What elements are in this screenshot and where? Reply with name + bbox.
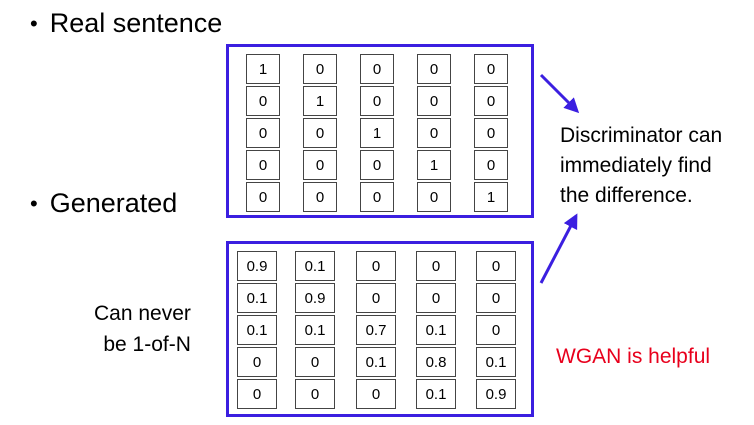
real-cell: 0 <box>474 54 508 84</box>
generated-cell: 0.1 <box>295 251 335 281</box>
generated-box: 0.9 0.1 0.1 0 0 0.1 0.9 0.1 0 0 0 0 0.7 … <box>226 241 534 417</box>
generated-cell: 0 <box>295 379 335 409</box>
generated-cell: 0 <box>356 283 396 313</box>
real-sentence-box: 1 0 0 0 0 0 1 0 0 0 0 0 1 0 0 0 0 0 1 0 … <box>226 44 534 218</box>
generated-cell: 0 <box>476 315 516 345</box>
generated-cell: 0 <box>237 347 277 377</box>
generated-cell: 0 <box>356 379 396 409</box>
never-one-of-n-note: Can never be 1-of-N <box>94 298 191 360</box>
generated-cell: 0 <box>295 347 335 377</box>
generated-cell: 0.1 <box>237 315 277 345</box>
discriminator-note-line-2: immediately find <box>560 154 712 177</box>
arrow-real-to-discriminator <box>539 73 580 114</box>
generated-cell: 0.1 <box>416 379 456 409</box>
generated-cell: 0.9 <box>237 251 277 281</box>
generated-cell: 0.9 <box>295 283 335 313</box>
real-cell: 0 <box>303 54 337 84</box>
bullet-dot-icon: • <box>30 190 38 216</box>
real-sentence-label: Real sentence <box>49 8 223 38</box>
real-cell: 1 <box>417 150 451 180</box>
real-cell: 0 <box>360 54 394 84</box>
real-cell: 1 <box>246 54 280 84</box>
generated-cell: 0 <box>476 251 516 281</box>
wgan-helpful-note: WGAN is helpful <box>556 345 711 368</box>
real-cell: 0 <box>246 182 280 212</box>
arrow-generated-to-discriminator <box>539 213 578 284</box>
discriminator-note-line-3: the difference. <box>560 184 693 207</box>
discriminator-note-line-1: Discriminator can <box>560 124 723 147</box>
real-cell: 0 <box>246 86 280 116</box>
discriminator-note: Discriminator can immediately find the d… <box>560 121 722 211</box>
real-cell: 0 <box>303 150 337 180</box>
real-cell: 1 <box>474 182 508 212</box>
real-cell: 0 <box>474 150 508 180</box>
real-cell: 0 <box>303 182 337 212</box>
generated-cell: 0.8 <box>416 347 456 377</box>
real-cell: 0 <box>417 86 451 116</box>
generated-cell: 0.1 <box>237 283 277 313</box>
real-cell: 0 <box>246 150 280 180</box>
generated-cell: 0.1 <box>295 315 335 345</box>
real-cell: 0 <box>303 118 337 148</box>
real-sentence-bullet: • Real sentence <box>30 8 222 39</box>
real-cell: 1 <box>360 118 394 148</box>
never-note-line-2: be 1-of-N <box>103 333 191 356</box>
real-cell: 0 <box>360 182 394 212</box>
real-cell: 0 <box>360 86 394 116</box>
never-note-line-1: Can never <box>94 302 191 325</box>
generated-cell: 0.1 <box>476 347 516 377</box>
real-cell: 0 <box>474 118 508 148</box>
real-cell: 1 <box>303 86 337 116</box>
real-cell: 0 <box>417 118 451 148</box>
generated-cell: 0.7 <box>356 315 396 345</box>
generated-cell: 0 <box>237 379 277 409</box>
generated-cell: 0 <box>476 283 516 313</box>
real-cell: 0 <box>360 150 394 180</box>
generated-bullet: • Generated <box>30 188 177 219</box>
generated-cell: 0 <box>416 283 456 313</box>
generated-cell: 0.1 <box>356 347 396 377</box>
real-cell: 0 <box>417 182 451 212</box>
real-cell: 0 <box>474 86 508 116</box>
generated-cell: 0 <box>416 251 456 281</box>
bullet-dot-icon: • <box>30 10 38 36</box>
generated-label: Generated <box>49 188 178 218</box>
generated-cell: 0.9 <box>476 379 516 409</box>
real-cell: 0 <box>246 118 280 148</box>
real-cell: 0 <box>417 54 451 84</box>
generated-cell: 0 <box>356 251 396 281</box>
generated-cell: 0.1 <box>416 315 456 345</box>
